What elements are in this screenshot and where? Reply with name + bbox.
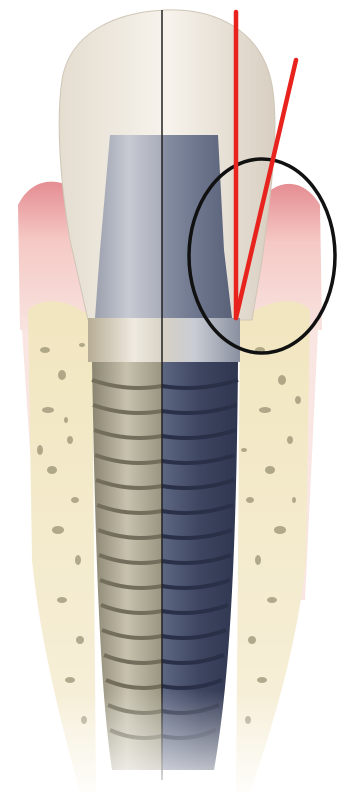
abutment	[95, 135, 232, 318]
implant-collar	[88, 318, 240, 362]
bottom-fade	[0, 690, 339, 792]
